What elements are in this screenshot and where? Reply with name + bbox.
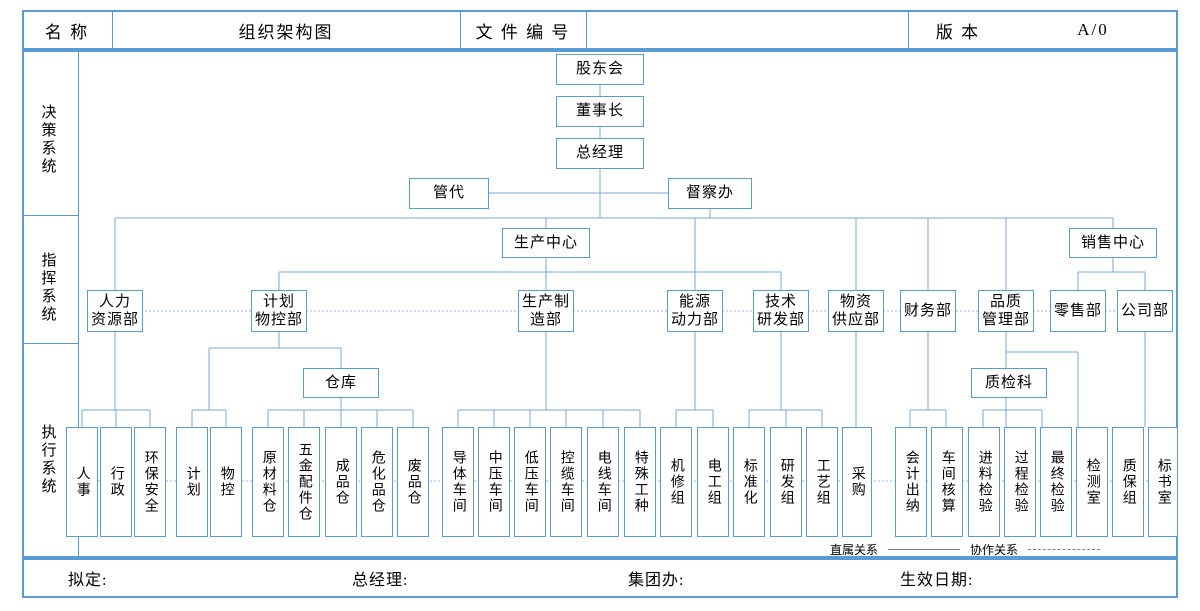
team-standardization[interactable]: 标准化	[733, 427, 765, 537]
dept-energy[interactable]: 能源动力部	[667, 290, 723, 332]
team-incoming-inspection[interactable]: 进料检验	[968, 427, 1000, 537]
band-label-command: 指挥系统	[39, 251, 56, 324]
chart-frame	[22, 50, 1178, 558]
dept-supply[interactable]: 物资供应部	[828, 290, 884, 332]
band-separator-2	[22, 343, 78, 344]
dept-energy-label: 能源动力部	[670, 293, 719, 328]
team-quality-assurance[interactable]: 质保组	[1112, 427, 1144, 537]
dept-finance[interactable]: 财务部	[900, 290, 956, 332]
node-inspection-office[interactable]: 督察办	[668, 178, 752, 209]
team-finished-goods-warehouse[interactable]: 成品仓	[325, 427, 357, 537]
header-version-value[interactable]: A/0	[1077, 20, 1109, 39]
dept-quality[interactable]: 品质管理部	[978, 290, 1034, 332]
footer-general-manager[interactable]: 总经理:	[352, 572, 409, 589]
dept-hr[interactable]: 人力资源部	[87, 290, 143, 332]
header-frame	[22, 10, 1178, 50]
team-tender-room[interactable]: 标书室	[1148, 427, 1178, 537]
header-divider-2	[460, 10, 461, 50]
dept-retail-label: 零售部	[1053, 302, 1102, 319]
team-control-cable-workshop[interactable]: 控缆车间	[550, 427, 582, 537]
band-label-decision: 决策系统	[39, 104, 56, 176]
legend: 直属关系 协作关系	[830, 540, 1101, 558]
team-low-voltage-workshop[interactable]: 低压车间	[514, 427, 546, 537]
team-personnel[interactable]: 人事	[66, 427, 98, 537]
dept-hr-label: 人力资源部	[90, 293, 139, 328]
team-workshop-costing[interactable]: 车间核算	[931, 427, 963, 537]
dept-supply-label: 物资供应部	[831, 293, 880, 328]
team-final-inspection[interactable]: 最终检验	[1040, 427, 1072, 537]
dept-company[interactable]: 公司部	[1117, 290, 1173, 332]
band-divider-vertical	[78, 50, 79, 558]
team-admin[interactable]: 行政	[100, 427, 132, 537]
dept-manufacturing-label: 生产制造部	[521, 293, 570, 328]
footer-effective-date[interactable]: 生效日期:	[900, 572, 974, 589]
team-in-process-inspection[interactable]: 过程检验	[1004, 427, 1036, 537]
node-warehouse[interactable]: 仓库	[303, 368, 379, 398]
team-ehs[interactable]: 环保安全	[134, 427, 166, 537]
team-maintenance[interactable]: 机修组	[660, 427, 692, 537]
dept-planning-label: 计划物控部	[254, 293, 303, 328]
team-rnd-group[interactable]: 研发组	[770, 427, 802, 537]
header-docno-label: 文 件 编 号	[475, 22, 571, 42]
header-docno-value[interactable]	[586, 10, 908, 50]
dept-manufacturing[interactable]: 生产制造部	[518, 290, 574, 332]
team-electrician[interactable]: 电工组	[697, 427, 729, 537]
dept-retail[interactable]: 零售部	[1050, 290, 1106, 332]
team-raw-material-warehouse[interactable]: 原材料仓	[252, 427, 284, 537]
dept-planning[interactable]: 计划物控部	[251, 290, 307, 332]
dept-rnd-label: 技术研发部	[756, 293, 805, 328]
header-divider-3	[586, 10, 587, 50]
team-medium-voltage-workshop[interactable]: 中压车间	[478, 427, 510, 537]
team-plan[interactable]: 计划	[176, 427, 208, 537]
node-management-representative[interactable]: 管代	[409, 178, 489, 209]
legend-coop-label: 协作关系	[970, 542, 1019, 557]
header-version-label: 版 本	[935, 22, 981, 42]
dept-rnd[interactable]: 技术研发部	[753, 290, 809, 332]
team-purchasing[interactable]: 采购	[842, 427, 872, 537]
legend-coop-line	[1028, 548, 1101, 550]
dept-quality-label: 品质管理部	[981, 293, 1030, 328]
node-general-manager[interactable]: 总经理	[556, 138, 644, 169]
dept-company-label: 公司部	[1120, 302, 1169, 319]
team-material-control[interactable]: 物控	[210, 427, 242, 537]
dept-finance-label: 财务部	[903, 302, 952, 319]
team-process-group[interactable]: 工艺组	[806, 427, 838, 537]
band-separator-1	[22, 215, 78, 216]
node-production-center[interactable]: 生产中心	[502, 228, 590, 258]
header-name-value[interactable]: 组织架构图	[238, 22, 334, 42]
footer-drafted[interactable]: 拟定:	[68, 572, 108, 589]
legend-direct-label: 直属关系	[830, 542, 879, 557]
team-hardware-warehouse[interactable]: 五金配件仓	[288, 427, 320, 537]
footer-frame	[22, 558, 1178, 598]
header-name-label: 名 称	[44, 22, 90, 42]
legend-direct-line	[888, 548, 961, 550]
team-accounting-cashier[interactable]: 会计出纳	[895, 427, 927, 537]
header-divider-4	[908, 10, 909, 50]
team-testing-lab[interactable]: 检测室	[1076, 427, 1108, 537]
node-shareholders[interactable]: 股东会	[556, 54, 644, 85]
node-qc-section[interactable]: 质检科	[971, 368, 1047, 398]
footer-group-office[interactable]: 集团办:	[628, 572, 685, 589]
team-hazardous-warehouse[interactable]: 危化品仓	[361, 427, 393, 537]
team-scrap-warehouse[interactable]: 废品仓	[397, 427, 429, 537]
band-label-execution: 执行系统	[39, 424, 56, 496]
header-divider-1	[112, 10, 113, 50]
node-sales-center[interactable]: 销售中心	[1069, 228, 1157, 258]
node-chairman[interactable]: 董事长	[556, 96, 644, 127]
team-conductor-workshop[interactable]: 导体车间	[442, 427, 474, 537]
team-wire-workshop[interactable]: 电线车间	[587, 427, 619, 537]
team-special-工种[interactable]: 特殊工种	[624, 427, 656, 537]
